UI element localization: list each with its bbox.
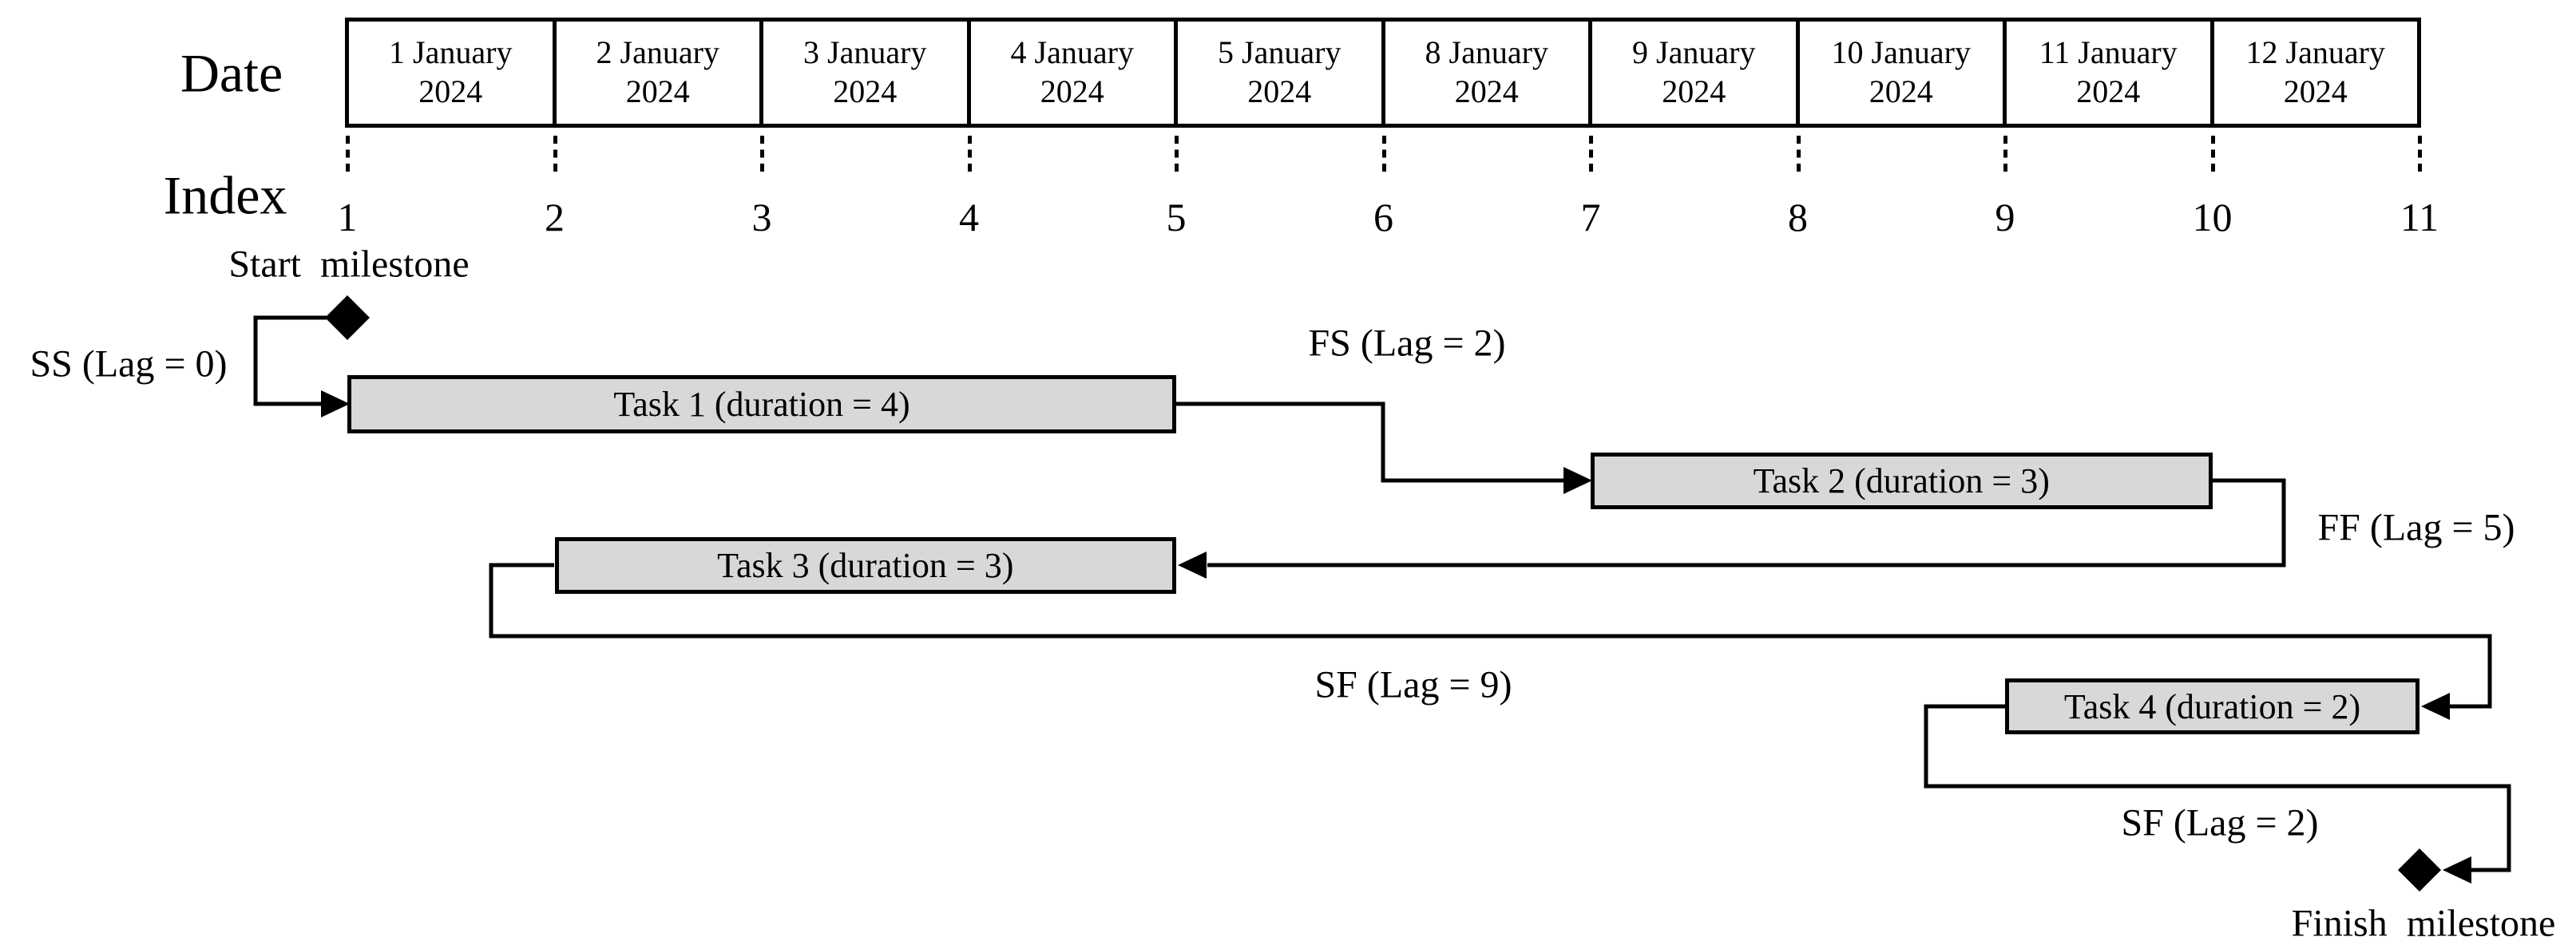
index-number: 7 xyxy=(1580,195,1601,239)
index-number: 9 xyxy=(1995,195,2015,239)
date-row-label: Date xyxy=(180,42,283,104)
date-cell-day: 11 January xyxy=(2039,34,2178,71)
index-number: 5 xyxy=(1166,195,1187,239)
arrowhead-sf-2-icon xyxy=(2443,856,2471,884)
connector-fs xyxy=(1176,401,1563,483)
date-cell-day: 10 January xyxy=(1831,34,1971,71)
index-number: 1 xyxy=(337,195,358,239)
arrowhead-ff-icon xyxy=(1178,552,1207,579)
date-cell-day: 4 January xyxy=(1010,34,1134,71)
index-number: 8 xyxy=(1788,195,1808,239)
arrowhead-fs-icon xyxy=(1563,467,1592,494)
task-2-label: Task 2 (duration = 3) xyxy=(1753,461,2050,500)
task-1-bar: Task 1 (duration = 4) xyxy=(347,375,1176,433)
index-tick xyxy=(2210,136,2215,172)
date-cell-year: 2024 xyxy=(1040,73,1104,109)
arrowhead-sf-9-icon xyxy=(2421,693,2450,720)
task-4-label: Task 4 (duration = 2) xyxy=(2063,686,2361,726)
date-cell-day: 3 January xyxy=(803,34,927,71)
connector-sf-9 xyxy=(489,563,2492,709)
index-number: 3 xyxy=(751,195,772,239)
index-tick xyxy=(346,136,350,172)
finish-milestone-diamond-icon xyxy=(2398,848,2441,892)
date-cell-day: 8 January xyxy=(1425,34,1548,71)
index-tick xyxy=(1381,136,1386,172)
index-tick xyxy=(760,136,764,172)
task-3-label: Task 3 (duration = 3) xyxy=(717,546,1014,585)
index-number: 6 xyxy=(1373,195,1393,239)
date-cell-year: 2024 xyxy=(418,73,483,109)
index-number: 10 xyxy=(2192,195,2233,239)
index-tick xyxy=(2418,136,2422,172)
task-1-label: Task 1 (duration = 4) xyxy=(613,385,910,424)
index-tick xyxy=(1796,136,1801,172)
date-cell-year: 2024 xyxy=(2283,73,2348,109)
date-cell-year: 2024 xyxy=(1869,73,1933,109)
date-cell-year: 2024 xyxy=(2076,73,2141,109)
index-tick xyxy=(967,136,972,172)
task-3-bar: Task 3 (duration = 3) xyxy=(554,537,1176,594)
index-row-label: Index xyxy=(163,164,287,226)
arrowhead-ss-icon xyxy=(321,390,350,417)
date-cell-day: 5 January xyxy=(1218,34,1342,71)
date-cell-year: 2024 xyxy=(625,73,690,109)
date-cell-year: 2024 xyxy=(833,73,898,109)
start-milestone-diamond-icon xyxy=(325,295,370,340)
date-cell-day: 2 January xyxy=(596,34,719,71)
index-number: 11 xyxy=(2400,195,2439,239)
index-tick xyxy=(1175,136,1179,172)
date-cell-day: 1 January xyxy=(389,34,513,71)
date-cell-year: 2024 xyxy=(1454,73,1519,109)
task-2-bar: Task 2 (duration = 3) xyxy=(1591,453,2213,509)
index-tick xyxy=(2003,136,2007,172)
connector-sf-2 xyxy=(1924,704,2511,872)
index-number: 2 xyxy=(545,195,565,239)
index-tick xyxy=(553,136,557,172)
index-tick xyxy=(1589,136,1593,172)
date-cell-year: 2024 xyxy=(1662,73,1726,109)
connector-ff xyxy=(1207,478,2286,567)
date-cell-day: 12 January xyxy=(2245,34,2385,71)
task-4-bar: Task 4 (duration = 2) xyxy=(2005,678,2419,734)
index-number: 4 xyxy=(959,195,979,239)
connector-ss xyxy=(253,315,327,406)
date-cell-day: 9 January xyxy=(1632,34,1756,71)
date-cell-year: 2024 xyxy=(1247,73,1312,109)
